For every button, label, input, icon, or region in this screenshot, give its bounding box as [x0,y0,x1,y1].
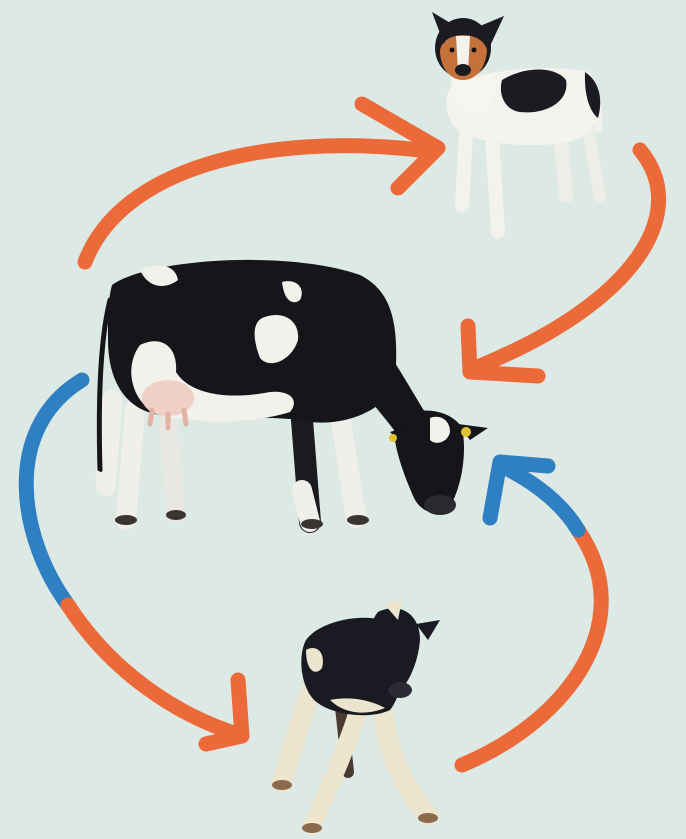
arrow-calf-to-cow [462,462,601,765]
arrow-cow-to-dog [85,104,438,262]
cow-icon [95,260,488,529]
dog-icon [432,12,600,232]
calf-icon [272,600,440,833]
